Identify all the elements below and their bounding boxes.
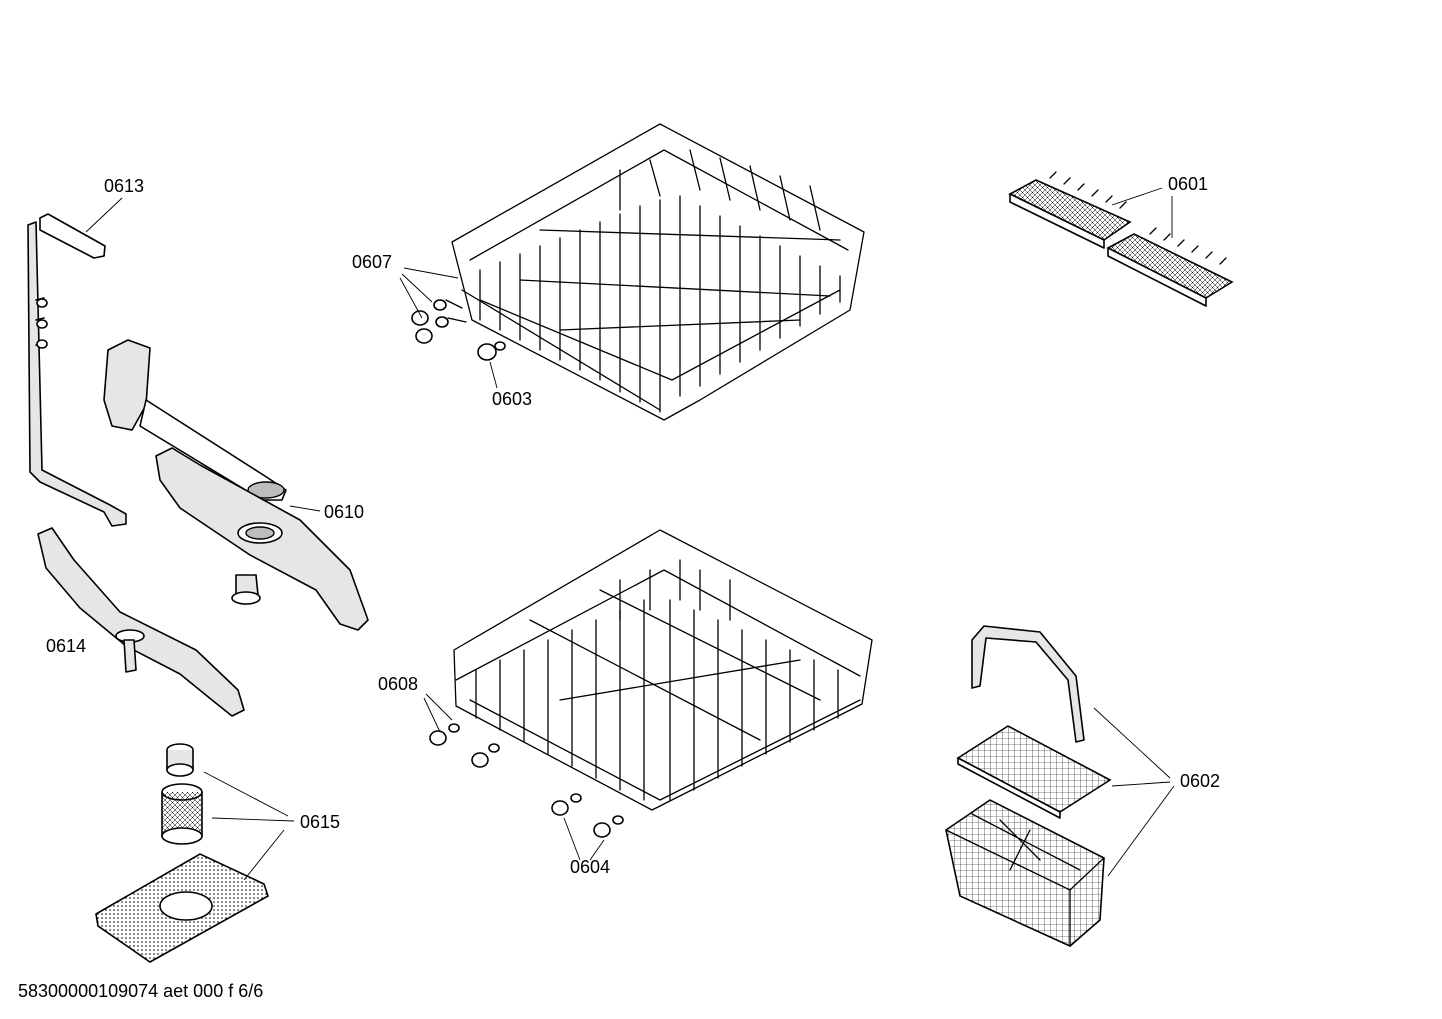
cutlery-basket-drawing [945,625,1112,947]
callout-0601: 0601 [1168,174,1208,194]
callout-0607: 0607 [352,252,392,272]
callout-0608: 0608 [378,674,418,694]
callout-0613: 0613 [104,176,144,196]
callout-0615: 0615 [300,812,340,832]
callout-0610: 0610 [324,502,364,522]
leader-lines [85,187,1175,881]
supply-pipe-drawing [27,213,127,527]
callout-0614: 0614 [46,636,86,656]
callout-0604: 0604 [570,857,610,877]
cup-shelves-drawing [1008,171,1234,307]
document-code: 58300000109074 aet 000 f 6/6 [18,981,264,1001]
upper-basket-drawing [411,123,865,421]
lower-spray-arm-drawing [37,527,245,717]
upper-spray-arm-drawing [103,339,369,631]
callout-0603: 0603 [492,389,532,409]
lower-basket-drawing [429,529,873,838]
callout-0602: 0602 [1180,771,1220,791]
filter-system-drawing [95,743,269,963]
